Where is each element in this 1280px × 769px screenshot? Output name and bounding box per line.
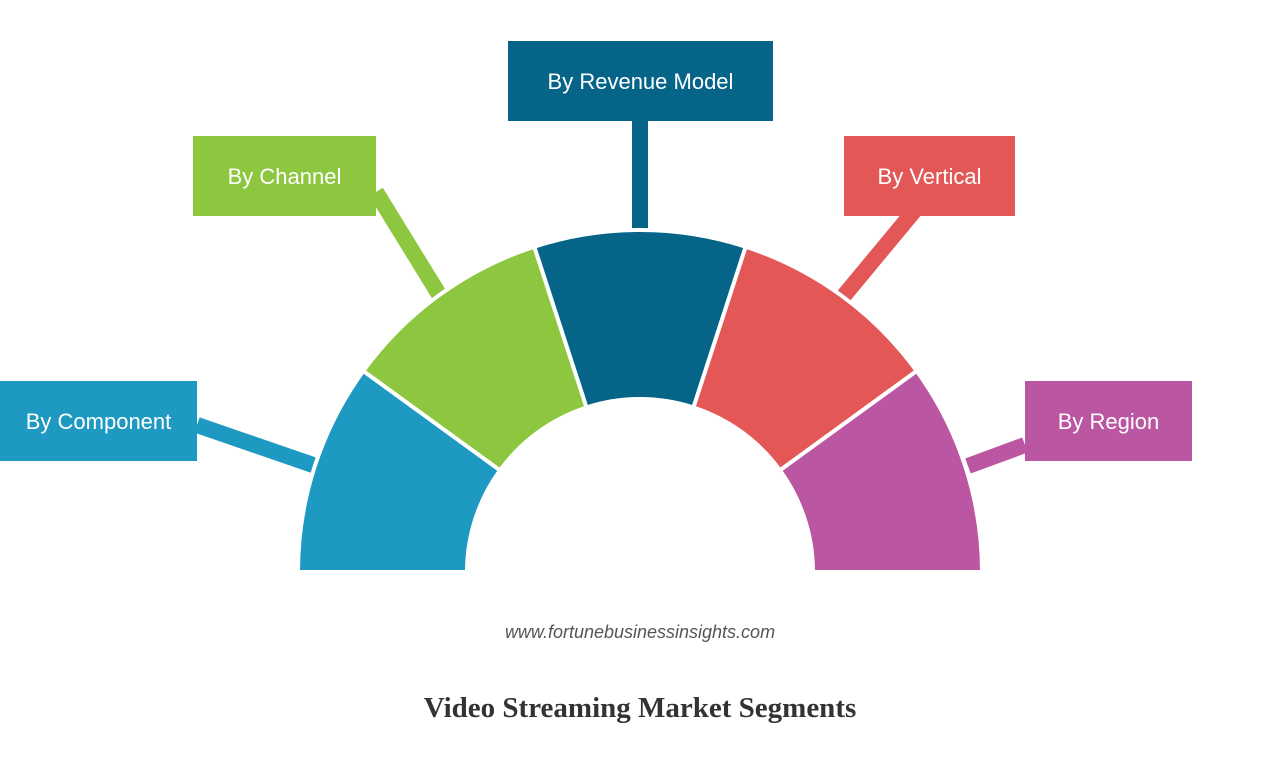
segment-box-by-component <box>0 381 197 461</box>
segment-diagram: By Component By Channel By Revenue ModelBy… <box>0 41 1192 574</box>
segment-box-by-channel <box>193 136 376 216</box>
segment-label-by-vertical: By Vertical <box>878 164 982 189</box>
segment-label-by-component: By Component <box>26 409 172 434</box>
segment-connector-by-region <box>965 437 1028 474</box>
source-url: www.fortunebusinessinsights.com <box>504 622 776 642</box>
segment-box-by-vertical <box>844 136 1015 216</box>
segment-label-by-region: By Region <box>1058 409 1160 434</box>
segment-connector-by-vertical <box>835 204 922 304</box>
segment-wedge-by-region <box>777 368 985 574</box>
segment-label-by-revenue-model: By Revenue Model <box>548 69 734 94</box>
segment-box-by-revenue-model <box>508 41 773 121</box>
diagram-title: Video Streaming Market Segments <box>423 692 857 724</box>
segment-label-by-channel: By Channel <box>228 164 342 189</box>
segment-connector-by-component <box>194 417 319 474</box>
segment-connector-by-channel <box>369 187 447 301</box>
segment-box-by-region <box>1025 381 1192 461</box>
